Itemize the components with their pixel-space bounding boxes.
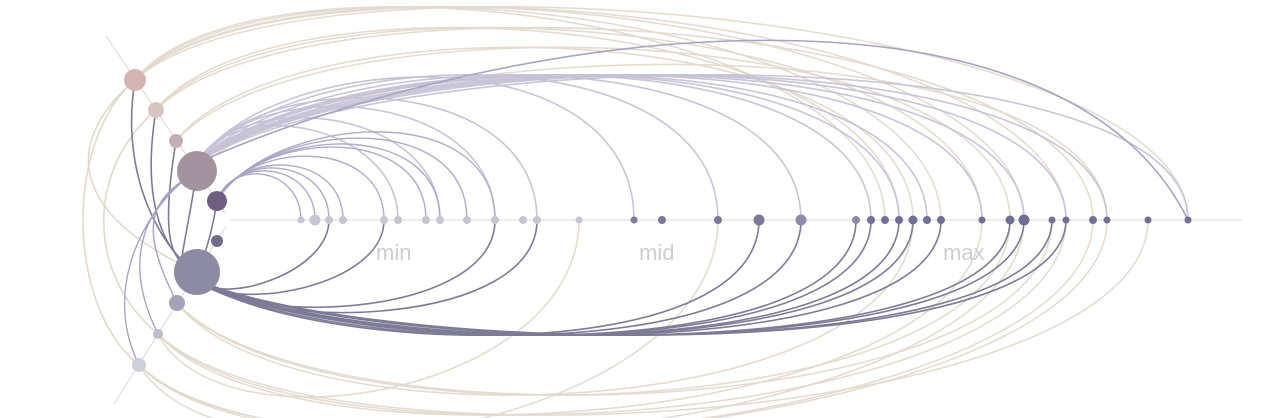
target-node-t4: [339, 216, 347, 224]
target-node-t25: [937, 216, 945, 224]
axes-layer: [105, 35, 1242, 405]
arc-link-background: [134, 6, 1067, 221]
arc-link: [196, 219, 385, 296]
arc-link: [123, 170, 198, 366]
target-node-t18: [795, 214, 807, 226]
arc-link: [196, 116, 441, 221]
target-node-t26: [978, 216, 986, 224]
arc-link-background: [157, 219, 580, 398]
target-node-t28: [1018, 214, 1030, 226]
source-node-s3: [169, 134, 183, 148]
target-node-t7: [422, 216, 430, 224]
arc-link: [196, 219, 942, 337]
target-node-t22: [895, 216, 903, 224]
source-node-s4: [177, 151, 217, 191]
arc-link: [216, 131, 496, 221]
arc-link-background: [175, 46, 1011, 221]
arc-link: [196, 74, 802, 221]
arc-link-background: [155, 26, 1094, 221]
target-node-t1: [297, 216, 305, 224]
target-node-t8: [436, 216, 444, 224]
source-node-s7: [174, 249, 220, 295]
target-node-t34: [1184, 216, 1192, 224]
target-node-t24: [923, 216, 931, 224]
arc-link-background: [196, 63, 1108, 221]
target-node-t2: [309, 214, 321, 226]
target-node-t5: [380, 216, 388, 224]
target-node-t16: [714, 216, 722, 224]
arc-link: [196, 97, 538, 221]
arc-link: [196, 74, 719, 221]
source-node-s8: [169, 295, 185, 311]
target-node-t21: [881, 216, 889, 224]
target-node-t11: [519, 216, 527, 224]
arc-link-background: [138, 219, 1108, 418]
target-node-t13: [575, 216, 583, 224]
target-node-t20: [867, 216, 875, 224]
arc-link: [216, 173, 302, 221]
target-node-t29: [1048, 216, 1056, 224]
arc-link-background: [175, 46, 914, 221]
arc-link-background: [87, 79, 198, 273]
arc-link: [216, 146, 427, 221]
target-node-t14: [630, 216, 638, 224]
arc-link-background: [134, 6, 942, 221]
target-node-t33: [1144, 216, 1152, 224]
arc-link-background: [82, 79, 140, 366]
target-node-t3: [325, 216, 333, 224]
source-node-s5: [207, 191, 227, 211]
arc-link: [196, 39, 1189, 221]
arc-link-background: [134, 6, 1189, 221]
arc-link: [196, 74, 1189, 221]
target-node-t17: [753, 214, 765, 226]
arc-link-background: [176, 219, 1053, 396]
target-nodes-layer: [297, 214, 1192, 226]
arc-link: [196, 219, 1067, 337]
arc-link: [216, 167, 330, 221]
target-node-t15: [658, 216, 666, 224]
target-node-t27: [1005, 215, 1015, 225]
zone-label-mid: mid: [639, 240, 674, 265]
arc-link-background: [157, 219, 1067, 416]
target-node-t32: [1103, 216, 1111, 224]
target-node-t30: [1062, 216, 1070, 224]
arc-link-background: [176, 219, 914, 396]
target-node-t23: [908, 215, 918, 225]
target-node-t31: [1089, 216, 1097, 224]
source-node-s1: [124, 69, 146, 91]
arc-link-background: [134, 6, 886, 221]
source-node-s2: [148, 102, 164, 118]
arc-link-background: [138, 219, 1025, 418]
source-node-s6: [211, 235, 223, 247]
target-node-t6: [394, 216, 402, 224]
arcs-layer: [82, 6, 1189, 418]
zone-labels: min mid max: [376, 240, 985, 265]
source-nodes-layer: [124, 69, 227, 372]
arc-link-background: [155, 26, 900, 221]
zone-label-min: min: [376, 240, 411, 265]
target-node-t10: [491, 216, 499, 224]
arc-link-background: [138, 219, 719, 418]
zone-label-max: max: [943, 240, 985, 265]
arc-link: [196, 76, 635, 221]
arc-link-background: [157, 219, 983, 416]
arc-link-background: [157, 219, 1149, 416]
source-node-s9: [153, 329, 163, 339]
arc-link-background: [155, 26, 983, 221]
source-node-s10: [132, 358, 146, 372]
target-node-t12: [533, 216, 541, 224]
target-node-t9: [463, 216, 471, 224]
arc-link-background: [134, 6, 1025, 221]
target-node-t19: [852, 216, 860, 224]
